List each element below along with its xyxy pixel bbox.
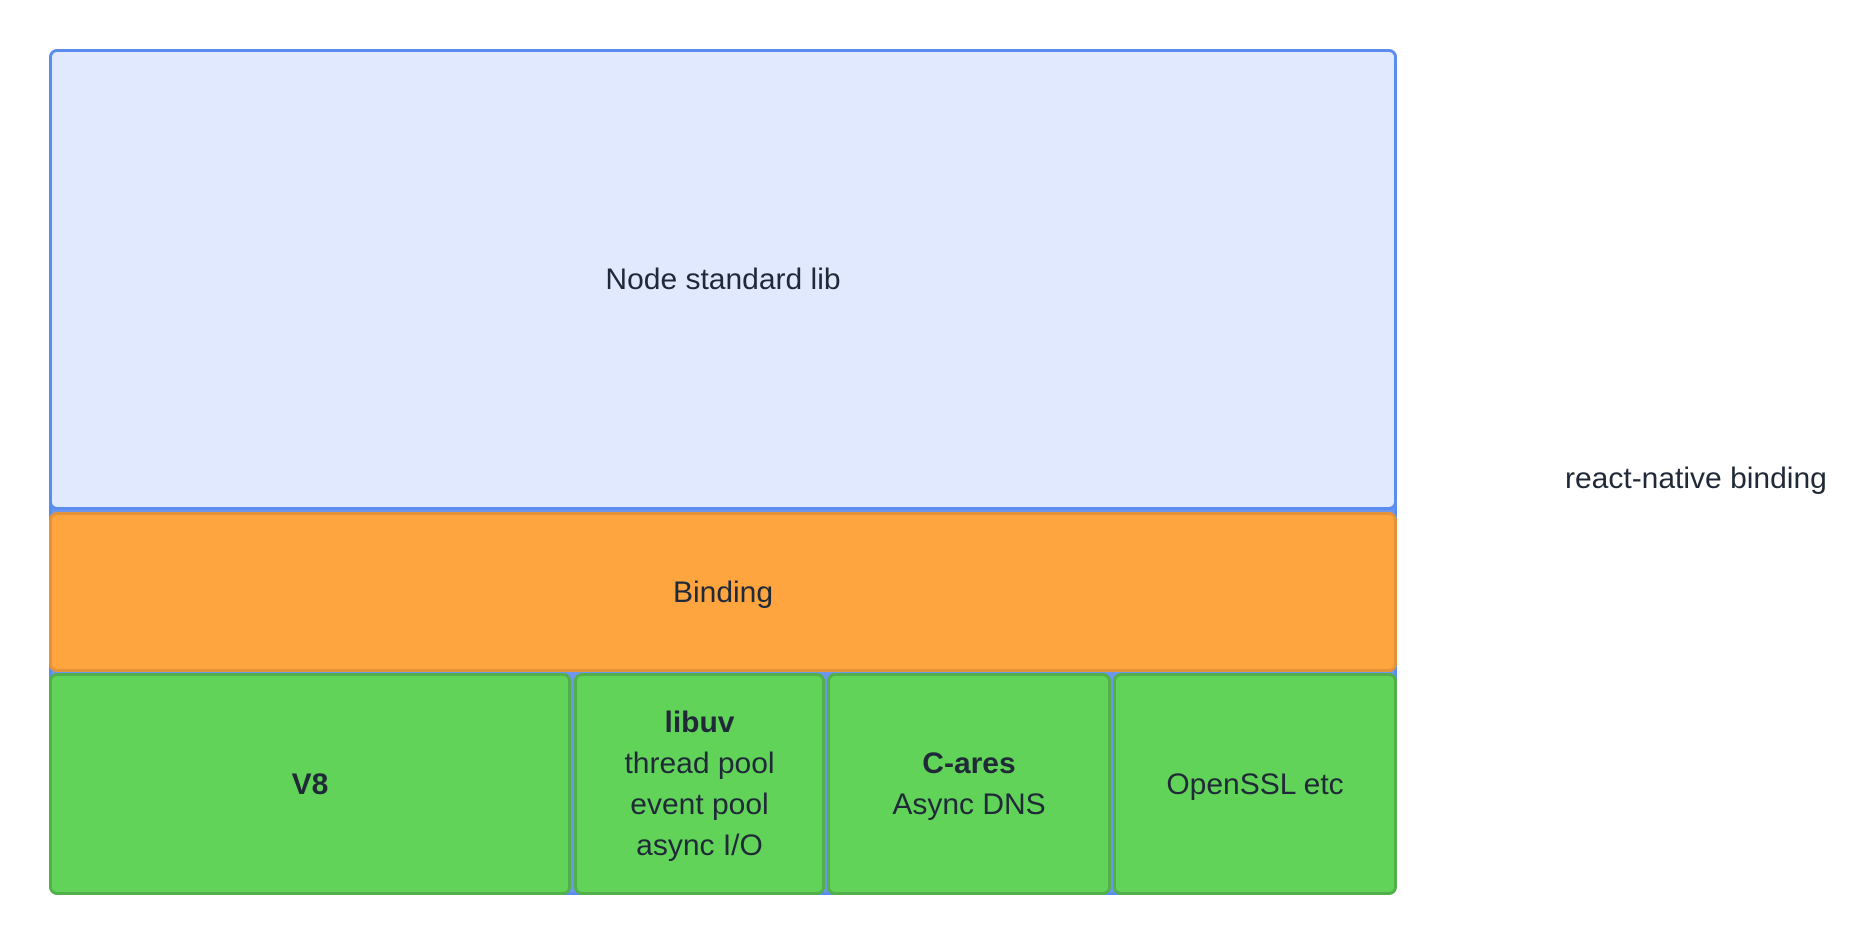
libuv-line-event-pool: event pool bbox=[630, 788, 769, 821]
cares-title: C-ares bbox=[922, 747, 1016, 780]
openssl-block: OpenSSL etc bbox=[1113, 673, 1397, 895]
libuv-title: libuv bbox=[664, 706, 735, 739]
v8-block: V8 bbox=[49, 673, 571, 895]
libuv-block: libuv thread pool event pool async I/O bbox=[574, 673, 825, 895]
openssl-label: OpenSSL etc bbox=[1166, 767, 1344, 801]
binding-label: Binding bbox=[672, 575, 774, 609]
cares-block: C-ares Async DNS bbox=[827, 673, 1111, 895]
libuv-line-thread-pool: thread pool bbox=[624, 747, 775, 780]
node-standard-lib-block: Node standard lib bbox=[49, 49, 1397, 510]
react-native-binding-label: react-native binding bbox=[1565, 462, 1827, 495]
libuv-line-async-io: async I/O bbox=[636, 829, 763, 862]
v8-title: V8 bbox=[291, 767, 329, 801]
binding-block: Binding bbox=[49, 512, 1397, 672]
cares-line-async-dns: Async DNS bbox=[892, 788, 1046, 821]
node-standard-lib-label: Node standard lib bbox=[605, 263, 841, 296]
